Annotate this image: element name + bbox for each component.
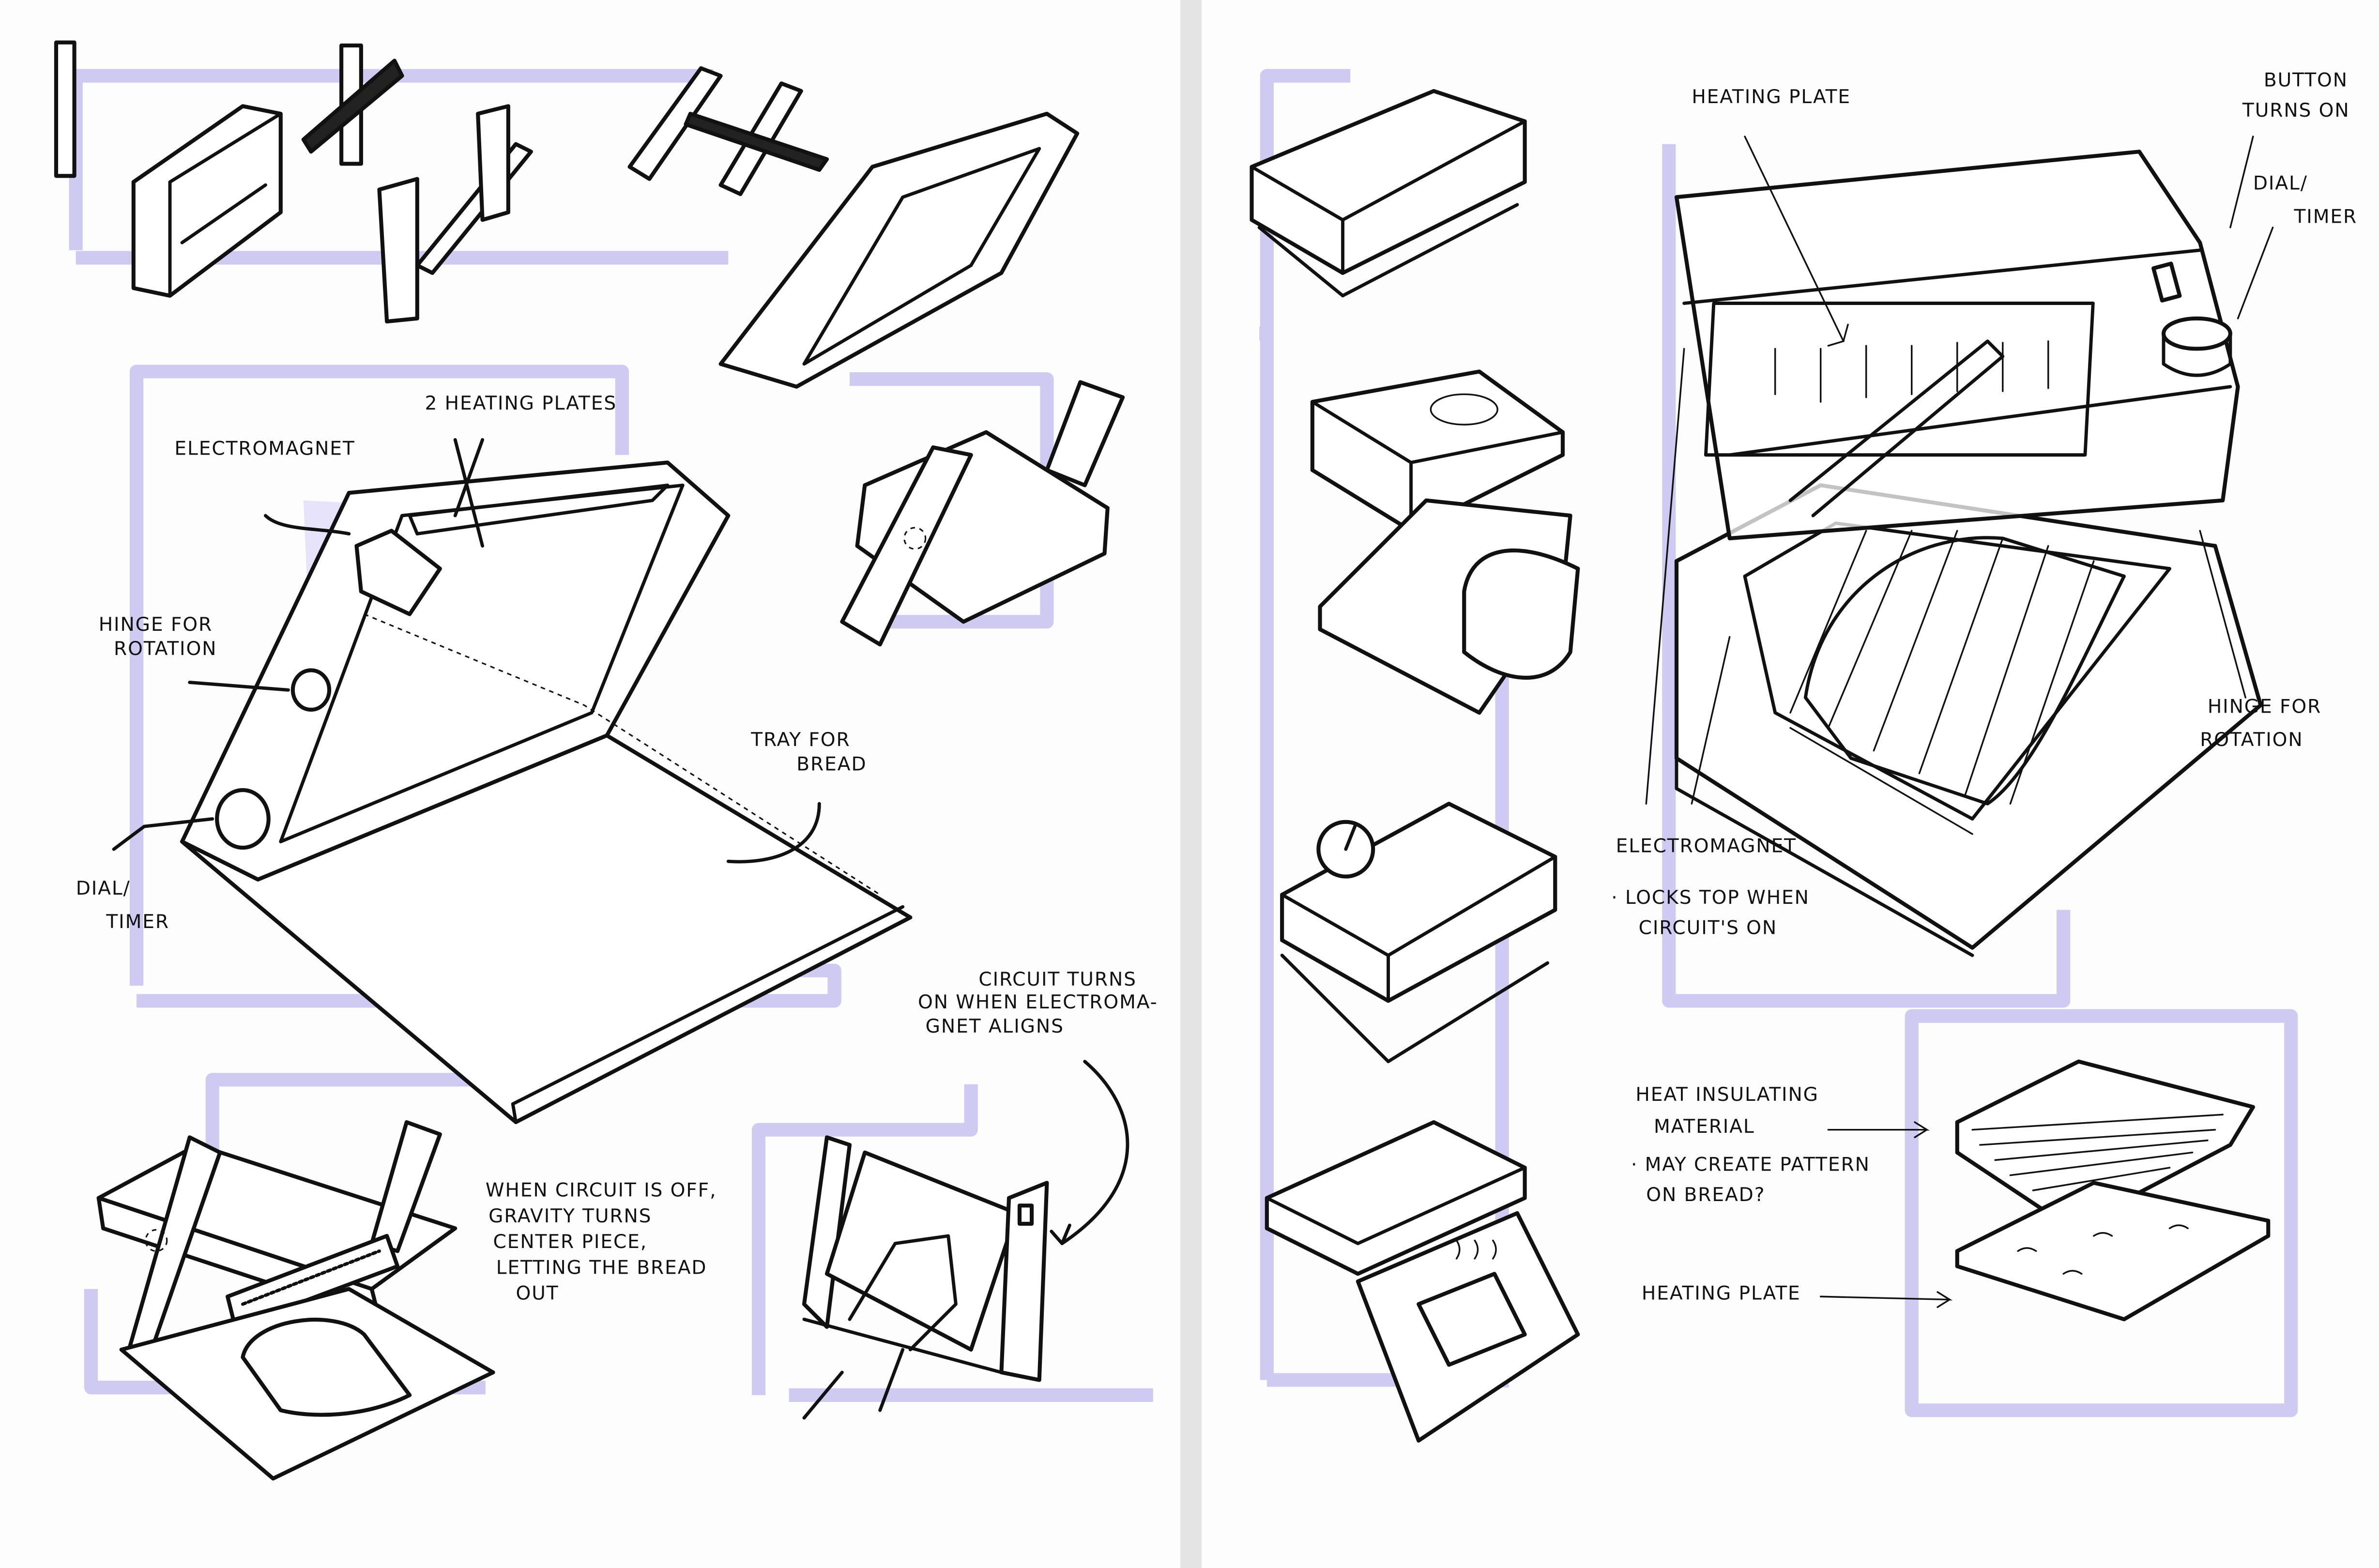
label-dial-line2-right: TIMER (2293, 206, 2357, 228)
label-hinge-line1: HINGE FOR (99, 614, 213, 636)
label-gravity-line5: OUT (516, 1283, 559, 1305)
label-electromagnet-right: ELECTROMAGNET (1616, 835, 1797, 857)
label-dial-line2: TIMER (106, 911, 169, 933)
label-gravity-line2: GRAVITY TURNS (488, 1205, 652, 1227)
label-pattern-line1: · MAY CREATE PATTERN (1631, 1154, 1870, 1175)
label-gravity-line4: LETTING THE BREAD (496, 1257, 707, 1279)
label-hinge-line2-right: ROTATION (2200, 729, 2303, 751)
label-heating-plate-top: HEATING PLATE (1692, 86, 1851, 108)
label-heating-plates: 2 HEATING PLATES (425, 393, 617, 414)
label-locks-line1: · LOCKS TOP WHEN (1611, 887, 1810, 909)
label-hinge-line2: ROTATION (114, 638, 217, 660)
label-button-line2: TURNS ON (2242, 100, 2350, 122)
main-device-sketch-right (1645, 136, 2274, 957)
label-circuit-line3: GNET ALIGNS (926, 1016, 1064, 1037)
label-tray-line2: BREAD (796, 753, 867, 775)
label-gravity-line3: CENTER PIECE, (493, 1231, 648, 1253)
label-electromagnet: ELECTROMAGNET (174, 438, 355, 460)
component-sketches-top-left (54, 40, 1080, 389)
label-dial-line1: DIAL/ (76, 878, 131, 899)
label-pattern-line2: ON BREAD? (1646, 1184, 1765, 1206)
label-button-line1: BUTTON (2264, 70, 2348, 91)
label-dial-line1-right: DIAL/ (2253, 173, 2308, 195)
label-hinge-line1-right: HINGE FOR (2208, 696, 2321, 717)
main-device-sketch-left (112, 438, 913, 1125)
gravity-device-sketch (96, 1120, 495, 1481)
label-insulating-line1: HEAT INSULATING (1635, 1084, 1818, 1106)
rotating-module-sketch (840, 380, 1125, 647)
label-gravity-line1: WHEN CIRCUIT IS OFF, (486, 1180, 717, 1202)
label-circuit-line2: ON WHEN ELECTROMA- (918, 991, 1158, 1013)
label-insulating-line2: MATERIAL (1654, 1116, 1755, 1138)
label-tray-line1: TRAY FOR (750, 729, 850, 751)
exploded-layers-sketch (1819, 1059, 2271, 1322)
label-circuit-line1: CIRCUIT TURNS (978, 969, 1137, 990)
label-locks-line2: CIRCUIT'S ON (1639, 917, 1777, 939)
electromagnet-hand-sketch (802, 1060, 1129, 1420)
label-heating-plate-bottom: HEATING PLATE (1642, 1283, 1801, 1305)
box-variants-column (1250, 89, 1580, 1443)
